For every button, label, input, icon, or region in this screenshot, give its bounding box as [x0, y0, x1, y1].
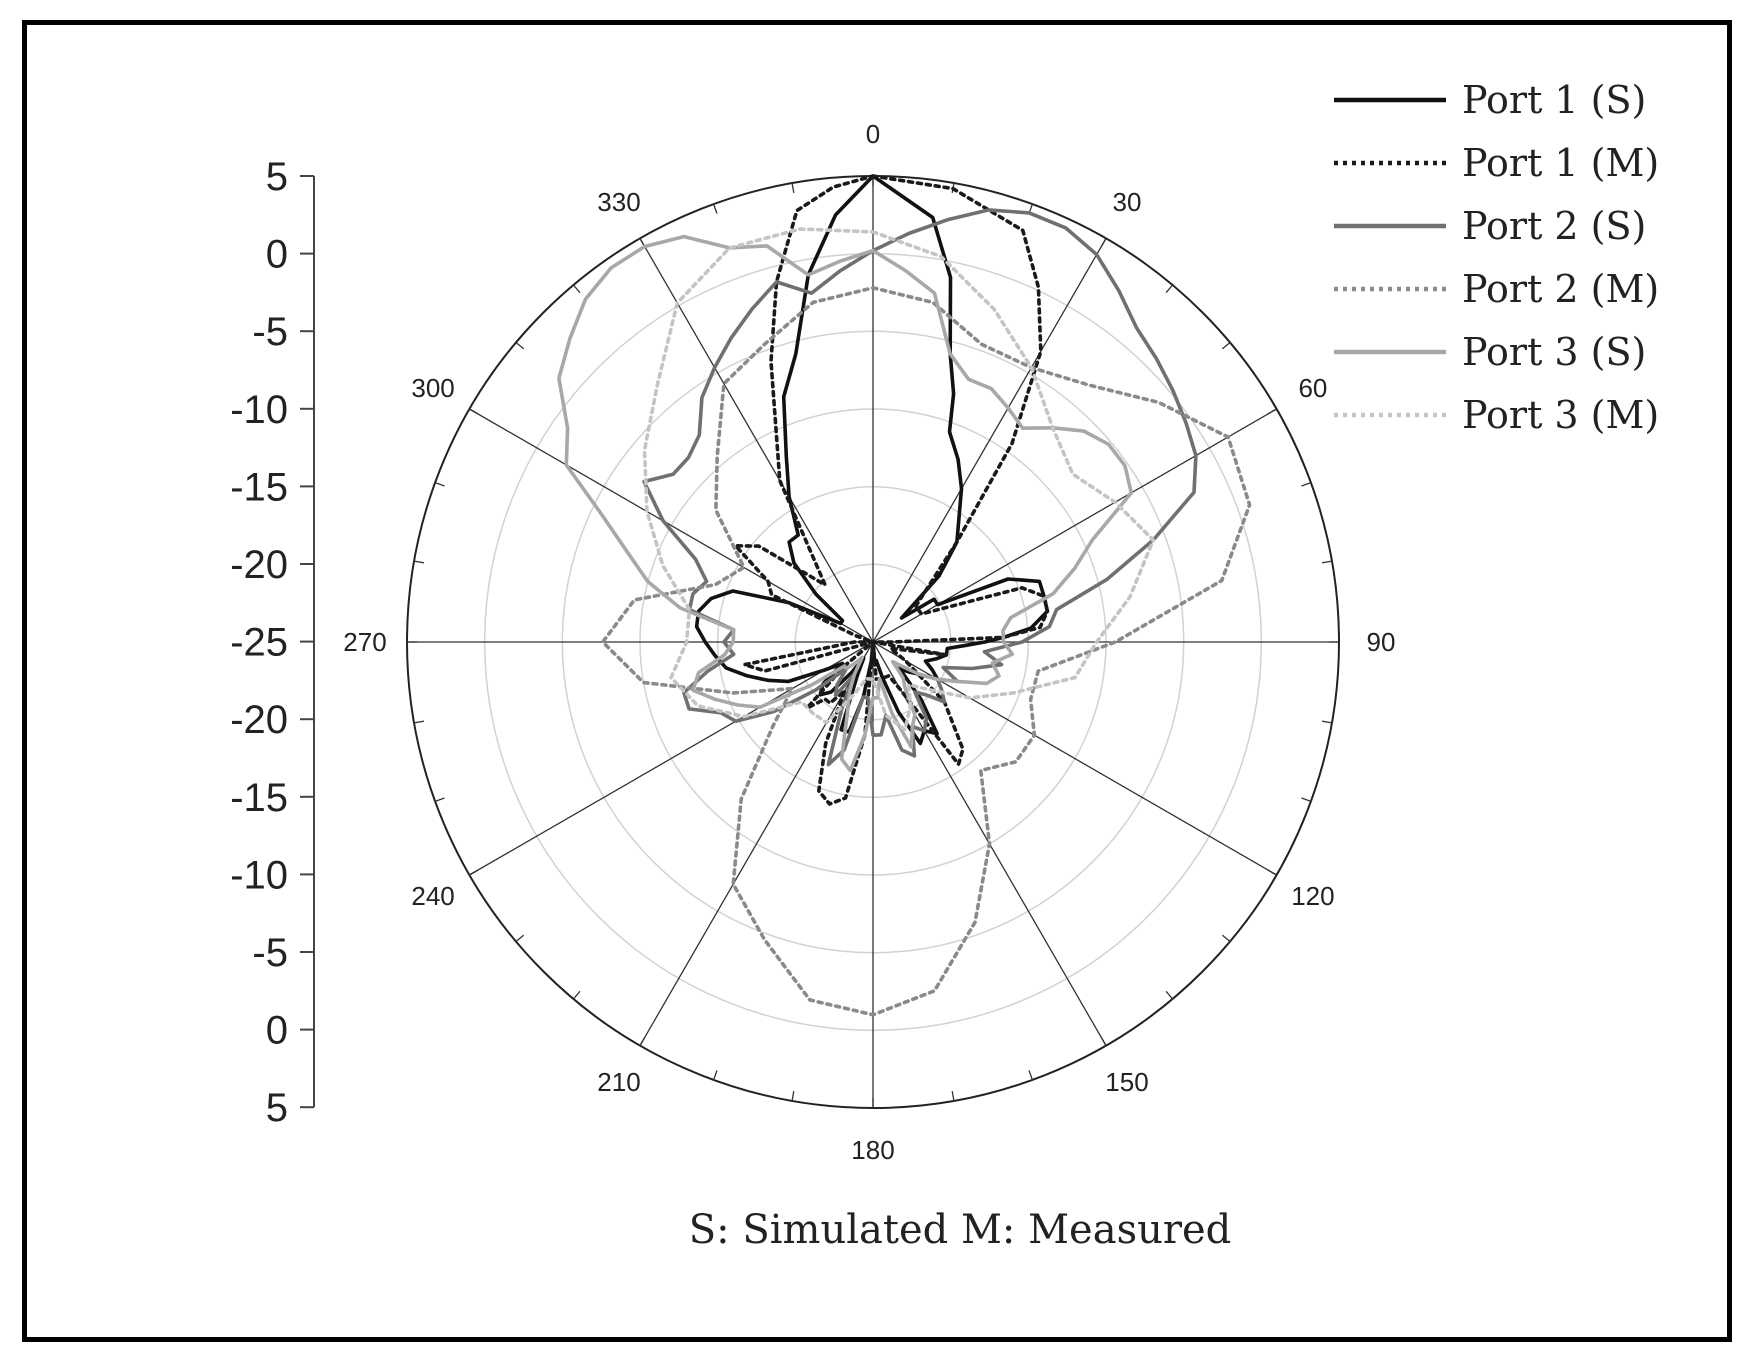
angle-tick: [434, 481, 445, 487]
radial-scale-axis: 5 0 -5 -10 -15 -20 -25 -20 -15 -10 -5 0 5: [230, 155, 315, 1130]
series-trace: [557, 234, 1134, 773]
legend-label: Port 2 (S): [1462, 204, 1646, 248]
spoke-line: [639, 641, 874, 1046]
angle-tick: [712, 203, 718, 214]
series-trace: [733, 174, 1050, 806]
scale-tick-label: -5: [252, 310, 288, 354]
scale-tick-label: 5: [266, 155, 288, 199]
angle-tick-label: 150: [1105, 1067, 1148, 1097]
caption: S: Simulated M: Measured: [689, 1207, 1232, 1253]
scale-tick-label: -20: [230, 698, 288, 742]
angle-tick: [1267, 869, 1277, 876]
angle-tick: [573, 990, 581, 1000]
angle-tick: [1221, 934, 1231, 942]
angle-tick: [469, 869, 479, 876]
angle-tick: [951, 1090, 955, 1102]
series-trace: [642, 208, 1198, 767]
angle-tick: [1301, 481, 1312, 487]
angle-tick: [1321, 720, 1333, 724]
spoke-line: [639, 238, 874, 643]
series-layer: [557, 174, 1252, 1017]
scale-tick-label: -10: [230, 388, 288, 432]
spoke-line: [872, 238, 1107, 643]
angle-tick-label: 270: [343, 627, 386, 657]
scale-tick-label: -25: [230, 621, 288, 665]
angle-tick-label: 90: [1367, 627, 1396, 657]
scale-tick-label: 5: [266, 1086, 288, 1130]
angle-tick-label: 0: [866, 119, 880, 149]
legend-label: Port 3 (M): [1462, 393, 1659, 437]
angle-tick: [1100, 1036, 1107, 1046]
scale-tick-label: -10: [230, 853, 288, 897]
angle-tick: [573, 284, 581, 294]
angle-tick-label: 330: [597, 187, 640, 217]
series-trace: [642, 227, 1156, 732]
angle-tick: [791, 1090, 795, 1102]
angle-tick: [1165, 284, 1173, 294]
angle-tick-label: 60: [1298, 373, 1327, 403]
angle-tick: [639, 1036, 646, 1046]
angle-tick-label: 180: [851, 1135, 894, 1165]
angle-tick: [434, 797, 445, 803]
legend-label: Port 3 (S): [1462, 330, 1646, 374]
series-trace: [600, 286, 1252, 1017]
angle-tick: [413, 720, 425, 724]
angle-tick: [1321, 560, 1333, 564]
spoke-line: [469, 641, 874, 876]
scale-tick-label: -20: [230, 543, 288, 587]
scale-tick-label: 0: [266, 233, 288, 277]
legend-label: Port 1 (S): [1462, 78, 1646, 122]
angle-tick: [1028, 1070, 1034, 1081]
angle-tick: [469, 408, 479, 415]
angle-tick: [712, 1070, 718, 1081]
spoke-line: [469, 408, 874, 643]
angle-tick-label: 210: [597, 1067, 640, 1097]
angle-tick: [1301, 797, 1312, 803]
angle-tick: [413, 560, 425, 564]
angular-tick-labels: 0 30 60 90 120 150 180 210 240 270 300 330: [343, 119, 1395, 1165]
legend-label: Port 2 (M): [1462, 267, 1659, 311]
angle-tick-label: 120: [1291, 881, 1334, 911]
angle-tick: [1100, 238, 1107, 248]
scale-tick-label: -15: [230, 776, 288, 820]
angle-tick: [1221, 342, 1231, 350]
angle-tick: [1165, 990, 1173, 1000]
scale-tick-label: -15: [230, 465, 288, 509]
scale-tick-label: -5: [252, 931, 288, 975]
spoke-line: [872, 408, 1277, 643]
angle-tick-label: 240: [411, 881, 454, 911]
angle-tick-label: 30: [1113, 187, 1142, 217]
legend: Port 1 (S) Port 1 (M) Port 2 (S) Port 2 (M)…: [1334, 78, 1659, 437]
angle-tick: [791, 182, 795, 194]
angle-tick: [1267, 408, 1277, 415]
angle-tick-label: 300: [411, 373, 454, 403]
scale-tick-label: 0: [266, 1009, 288, 1053]
legend-label: Port 1 (M): [1462, 141, 1659, 185]
angle-tick: [515, 934, 525, 942]
figure-frame: [22, 20, 1732, 1342]
angle-tick: [515, 342, 525, 350]
